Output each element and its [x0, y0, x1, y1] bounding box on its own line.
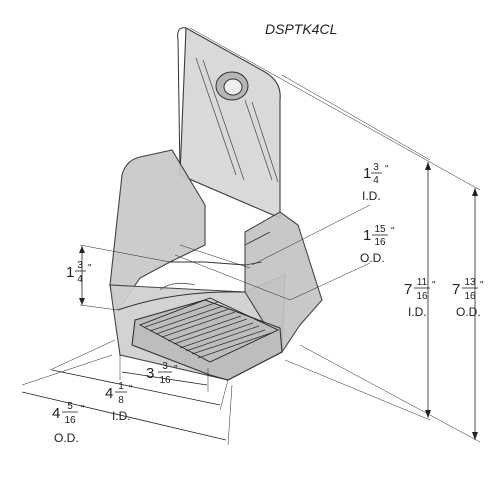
- dim-back-top-od: 1 15 16 " O.D.: [360, 224, 395, 265]
- product-code-title: DSPTK4CL: [265, 21, 337, 37]
- svg-text:1: 1: [118, 381, 124, 392]
- svg-text:I.D.: I.D.: [362, 189, 381, 203]
- dim-depth-inner: 3 3 16 ": [146, 361, 178, 386]
- svg-text:": ": [129, 384, 133, 395]
- svg-text:4: 4: [77, 274, 83, 285]
- mounting-hole-icon: [215, 71, 249, 101]
- svg-text:O.D.: O.D.: [54, 431, 79, 445]
- svg-text:O.D.: O.D.: [456, 305, 481, 319]
- svg-text:4: 4: [373, 175, 379, 186]
- svg-text:16: 16: [64, 415, 76, 426]
- svg-text:16: 16: [416, 291, 428, 302]
- svg-text:": ": [81, 404, 85, 415]
- tray-ribs: [144, 301, 272, 359]
- svg-text:": ": [391, 226, 395, 237]
- svg-text:4: 4: [105, 385, 113, 402]
- svg-text:8: 8: [118, 395, 124, 406]
- svg-text:11: 11: [417, 277, 428, 288]
- svg-text:1: 1: [363, 227, 371, 244]
- svg-text:3: 3: [77, 260, 83, 271]
- svg-text:": ": [432, 280, 436, 291]
- svg-text:7: 7: [404, 281, 412, 298]
- svg-text:1: 1: [66, 264, 74, 281]
- svg-text:": ": [174, 364, 178, 375]
- svg-text:13: 13: [464, 277, 476, 288]
- svg-text:16: 16: [464, 291, 476, 302]
- dim-height-id: 7 11 16 " I.D.: [404, 277, 436, 319]
- svg-text:3: 3: [373, 162, 379, 173]
- svg-text:3: 3: [146, 365, 154, 382]
- dim-width-od: 4 5 16 " O.D.: [52, 401, 85, 445]
- svg-text:": ": [480, 280, 484, 291]
- svg-text:5: 5: [67, 401, 73, 412]
- right-side-wall: [244, 211, 323, 354]
- svg-text:4: 4: [52, 405, 60, 422]
- dim-back-top-id: 1 3 4 " I.D.: [362, 162, 389, 203]
- back-panel: [179, 27, 281, 219]
- svg-text:7: 7: [452, 281, 460, 298]
- svg-text:1: 1: [363, 165, 371, 182]
- brochure-holder-illustration: [109, 27, 323, 381]
- svg-text:": ": [385, 164, 389, 175]
- svg-text:3: 3: [162, 361, 168, 372]
- dim-front-height: 1 3 4 ": [66, 260, 92, 285]
- svg-text:": ": [88, 263, 92, 274]
- dim-height-od: 7 13 16 " O.D.: [452, 277, 484, 319]
- svg-text:I.D.: I.D.: [112, 409, 131, 423]
- svg-text:I.D.: I.D.: [408, 305, 427, 319]
- svg-text:16: 16: [374, 237, 386, 248]
- svg-text:O.D.: O.D.: [360, 251, 385, 265]
- dimension-lines: [21, 27, 481, 446]
- svg-text:16: 16: [159, 375, 171, 386]
- svg-text:15: 15: [374, 224, 386, 235]
- left-side-wall: [109, 149, 206, 312]
- dim-width-id: 4 1 8 " I.D.: [105, 381, 133, 423]
